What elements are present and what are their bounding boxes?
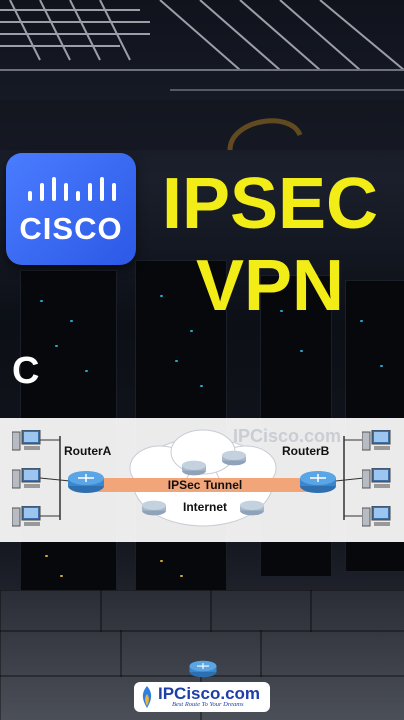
title-line-1: IPSEC xyxy=(161,164,379,244)
router-a-icon xyxy=(68,471,104,493)
router-b-label: RouterB xyxy=(282,444,330,458)
computer-icon xyxy=(12,468,41,489)
brand-name: IPCisco.com xyxy=(158,684,261,703)
ipcisco-footer-logo: IPCisco.com Best Route To Your Dreams xyxy=(134,652,270,712)
cisco-bars-icon xyxy=(28,177,116,201)
flame-icon xyxy=(142,686,152,708)
ceiling-cable-trays xyxy=(0,0,404,150)
computer-icon xyxy=(12,506,41,527)
cisco-logo: CISCO xyxy=(6,153,136,265)
caption-letter: C xyxy=(12,350,40,392)
computer-icon xyxy=(362,468,391,489)
cloud-router-icon xyxy=(142,500,166,516)
router-a-label: RouterA xyxy=(64,444,112,458)
tunnel-label: IPSec Tunnel xyxy=(167,478,243,492)
router-icon xyxy=(189,660,217,678)
internet-label: Internet xyxy=(182,500,227,514)
brand-tagline: Best Route To Your Dreams xyxy=(172,701,244,708)
computer-icon xyxy=(362,506,391,527)
ipsec-tunnel-bar xyxy=(94,478,314,492)
computer-icon xyxy=(362,430,391,451)
cloud-router-icon xyxy=(182,460,206,476)
cisco-logo-text: CISCO xyxy=(19,211,123,246)
router-b-icon xyxy=(300,471,336,493)
cloud-router-icon xyxy=(240,500,264,516)
ipsec-vpn-diagram: IPSec Tunnel Internet RouterA RouterB IP… xyxy=(0,418,404,542)
brand-badge: IPCisco.com Best Route To Your Dreams xyxy=(134,682,270,712)
watermark: IPCisco.com xyxy=(233,426,342,446)
computer-icon xyxy=(12,430,41,451)
title-line-2: VPN xyxy=(195,246,345,326)
cloud-router-icon xyxy=(222,450,246,466)
